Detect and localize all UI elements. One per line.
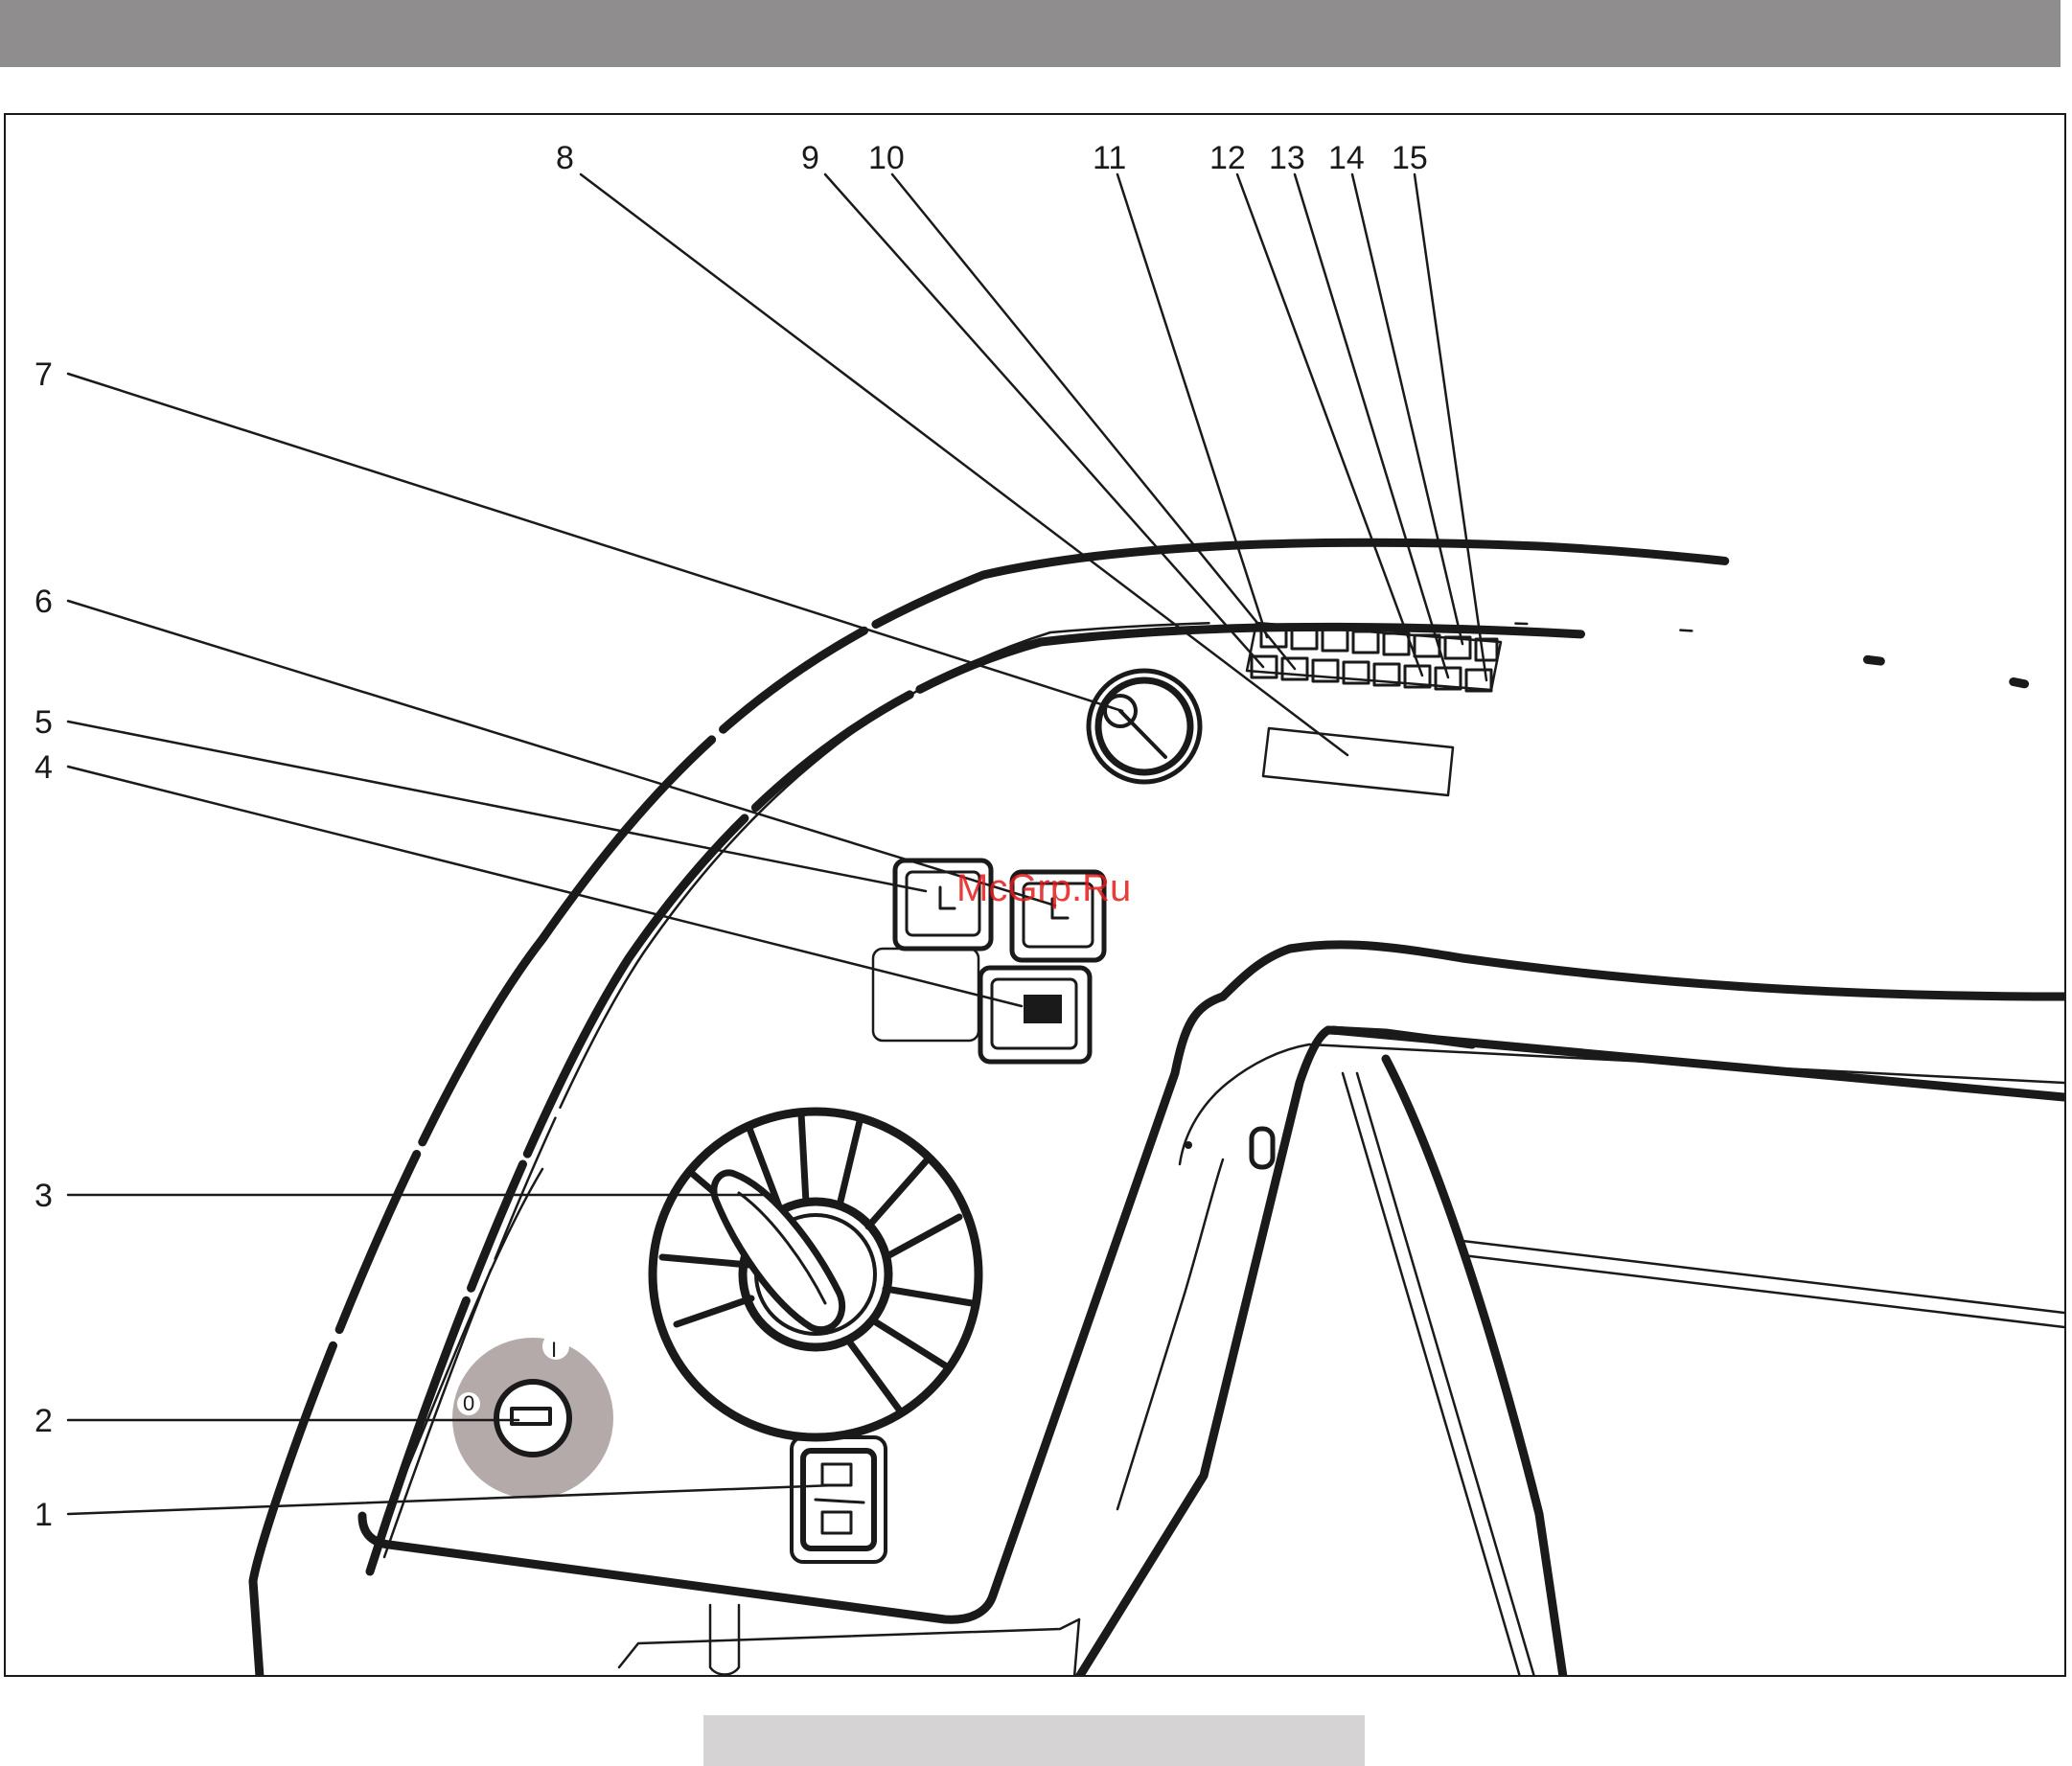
callout-3: 3 — [35, 1178, 53, 1214]
key-position-I: I — [551, 1338, 557, 1362]
callout-2: 2 — [35, 1403, 53, 1439]
callout-14: 14 — [1328, 140, 1365, 176]
callout-1: 1 — [35, 1497, 53, 1533]
diagram-frame: 1 2 3 4 5 6 7 8 9 10 11 12 13 14 15 0 I … — [4, 113, 2066, 1677]
watermark: McGrp.Ru — [956, 867, 1131, 909]
callout-9: 9 — [801, 140, 819, 176]
callout-11: 11 — [1093, 140, 1126, 176]
callout-10: 10 — [868, 140, 905, 176]
header-bar — [0, 0, 2060, 67]
callout-8: 8 — [556, 140, 574, 176]
callout-6: 6 — [35, 584, 53, 620]
callout-5: 5 — [35, 704, 53, 741]
footer-bar — [703, 1715, 1365, 1766]
callout-4: 4 — [35, 749, 53, 786]
callout-13: 13 — [1269, 140, 1305, 176]
key-position-0: 0 — [463, 1391, 474, 1415]
callout-15: 15 — [1392, 140, 1428, 176]
callout-7: 7 — [35, 356, 53, 393]
callout-12: 12 — [1209, 140, 1246, 176]
cab-dashboard-diagram: 1 2 3 4 5 6 7 8 9 10 11 12 13 14 15 0 I … — [6, 115, 2066, 1677]
